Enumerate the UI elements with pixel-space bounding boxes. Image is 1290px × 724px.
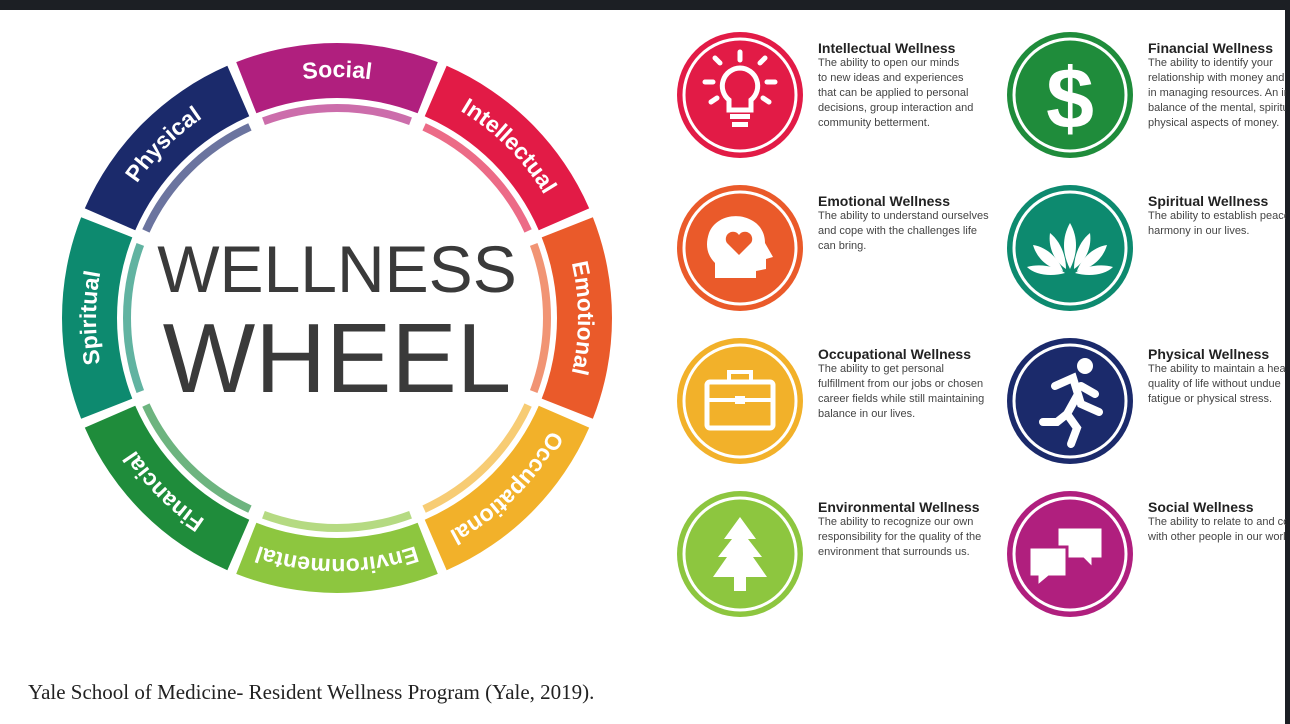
item-title: Financial Wellness — [1148, 40, 1274, 56]
item-title: Intellectual Wellness — [818, 40, 956, 56]
item-title: Emotional Wellness — [818, 193, 950, 209]
svg-text:$: $ — [1046, 51, 1094, 147]
wheel-segment-occupational — [424, 405, 590, 571]
inner-ring-arc — [422, 123, 532, 233]
lightbulb-icon — [677, 32, 803, 158]
item-description: The ability to maintain a health quality… — [1148, 363, 1286, 405]
head-heart-icon — [677, 185, 803, 311]
item-title: Spiritual Wellness — [1148, 193, 1269, 209]
wheel-segment-social — [236, 42, 438, 114]
item-description: The ability to understand ourselves and … — [818, 210, 989, 252]
wheel-title-line1: WELLNESS — [157, 232, 516, 306]
wheel-title-line2: WHEEL — [163, 303, 512, 413]
item-description: The ability to identify your relationshi… — [1148, 57, 1286, 129]
wellness-wheel: SocialIntellectualEmotionalOccupationalE… — [61, 42, 612, 593]
tree-icon — [677, 491, 803, 617]
item-description: The ability to get personal fulfillment … — [818, 363, 985, 420]
wheel-label-spiritual: Spiritual — [75, 269, 105, 368]
runner-icon — [1007, 338, 1133, 464]
wheel-segment-intellectual — [424, 65, 590, 231]
inner-ring-arc — [262, 510, 412, 532]
wheel-segment-physical — [84, 65, 250, 231]
item-title: Occupational Wellness — [818, 346, 972, 362]
inner-ring-arc — [142, 123, 252, 233]
inner-ring-arc — [422, 403, 532, 513]
dollar-icon: $ — [1007, 32, 1133, 158]
wheel-segment-spiritual — [61, 217, 133, 419]
inner-ring-arc — [529, 243, 551, 393]
lotus-icon — [1007, 185, 1133, 311]
wheel-label-social: Social — [301, 56, 374, 84]
inner-ring-arc — [142, 403, 252, 513]
inner-ring-arc — [262, 104, 412, 126]
caption: Yale School of Medicine- Resident Wellne… — [28, 680, 595, 704]
top-bar — [0, 0, 1290, 10]
item-description: The ability to relate to and con with ot… — [1148, 516, 1286, 543]
item-title: Environmental Wellness — [818, 499, 980, 515]
right-edge-bar — [1285, 0, 1290, 724]
wheel-segment-financial — [84, 405, 250, 571]
item-description: The ability to recognize our own respons… — [818, 516, 982, 558]
wheel-segment-emotional — [541, 217, 612, 419]
item-description: The ability to establish peace a harmony… — [1148, 210, 1286, 237]
chat-bubbles-icon — [1007, 491, 1133, 617]
inner-ring-arc — [123, 243, 145, 393]
item-title: Social Wellness — [1148, 499, 1254, 515]
wheel-segment-environmental — [236, 522, 438, 593]
item-description: The ability to open our minds to new ide… — [818, 57, 974, 129]
item-title: Physical Wellness — [1148, 346, 1270, 362]
briefcase-icon — [677, 338, 803, 464]
